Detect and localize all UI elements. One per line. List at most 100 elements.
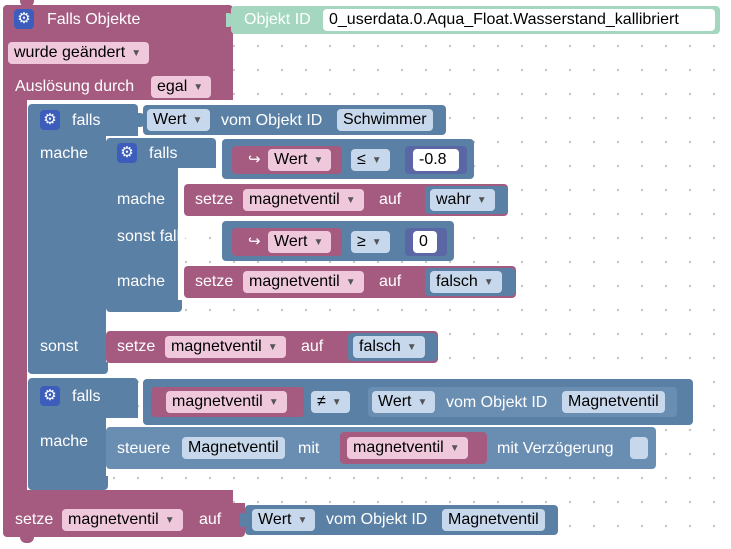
compare-2-operator-dropdown[interactable]: ≥▼ [351,231,390,253]
bool-1-dropdown[interactable]: wahr▼ [430,189,495,211]
get-value-connector [138,113,146,127]
final-get-value-connector [240,513,248,527]
dropdown-arrow-icon: ▼ [267,342,278,353]
set-1-var-label: magnetventil [249,191,340,208]
final-object-field[interactable]: Magnetventil [442,509,545,531]
event-block-notch [20,0,34,7]
event-title: Falls Objekte [47,11,141,28]
if-block-1-spine [28,136,106,372]
else-set-label: setze [117,338,156,355]
compare-3-from-object-label: vom Objekt ID [446,394,548,411]
from-object-label: vom Objekt ID [221,112,323,129]
inner-if-label: falls [149,145,178,162]
set-2-var-dropdown[interactable]: magnetventil ▼ [243,271,364,293]
object-field-schwimmer[interactable]: Schwimmer [337,109,433,131]
compare-2-operator-label: ≥ [357,233,366,250]
compare-2-value-dropdown[interactable]: Wert ▼ [268,231,332,253]
dropdown-arrow-icon: ▼ [345,195,356,206]
dropdown-arrow-icon: ▼ [371,237,382,248]
compare-3-var-label: magnetventil [172,393,263,410]
set-2-var-label: magnetventil [249,273,340,290]
trigger-dropdown[interactable]: egal ▼ [151,76,212,98]
return-arrow-icon: ↪ [248,151,261,168]
dropdown-arrow-icon: ▼ [297,515,308,526]
final-set-to-label: auf [199,511,222,528]
set-1-label: setze [195,191,234,208]
dropdown-arrow-icon: ▼ [193,82,204,93]
compare-1-operator-label: ≤ [357,151,366,168]
object-id-field[interactable]: 0_userdata.0.Aqua_Float.Wasserstand_kall… [323,9,715,31]
gear-icon[interactable]: ⚙ [40,386,60,406]
dropdown-arrow-icon: ▼ [476,195,487,206]
control-target-field[interactable]: Magnetventil [182,437,285,459]
compare-3-operator-dropdown[interactable]: ≠▼ [311,391,350,413]
delay-checkbox[interactable] [630,437,648,459]
delay-label: mit Verzögerung [497,440,614,457]
compare-3-value-dropdown[interactable]: Wert▼ [372,391,436,413]
trigger-dropdown-label: egal [157,78,188,95]
else-set-to-label: auf [301,338,324,355]
if-block-2-spine [28,418,106,484]
if-1-label: falls [72,112,101,129]
gear-icon[interactable]: ⚙ [117,143,137,163]
control-var-dropdown[interactable]: magnetventil▼ [347,437,468,459]
object-id-label: Objekt ID [244,11,311,28]
trigger-label: Auslösung durch [15,78,135,95]
compare-2-value-label: Wert [274,233,308,250]
inner-do-label-2: mache [117,273,166,290]
final-value-dropdown[interactable]: Wert ▼ [252,509,316,531]
if-block-1-bottom [28,362,108,374]
set-1-var-dropdown[interactable]: magnetventil ▼ [243,189,364,211]
bool-2-label: falsch [436,273,478,290]
dropdown-arrow-icon: ▼ [313,155,324,166]
if-block-inner-bottom [106,300,182,312]
number-field-2[interactable]: 0 [413,231,437,253]
event-block-left-arm [3,100,27,500]
final-from-object-label: vom Objekt ID [326,511,428,528]
bool-2-dropdown[interactable]: falsch ▼ [430,271,502,293]
set-2-to-label: auf [379,273,402,290]
dropdown-arrow-icon: ▼ [345,277,356,288]
object-id-connector [226,13,234,27]
if-2-label: falls [72,388,101,405]
else-set-var-label: magnetventil [171,338,262,355]
inner-do-label: mache [117,191,166,208]
event-block[interactable] [3,5,233,35]
else-set-var-dropdown[interactable]: magnetventil ▼ [165,336,286,358]
dropdown-arrow-icon: ▼ [406,342,417,353]
elseif-label: sonst falls [117,228,189,245]
set-2-label: setze [195,273,234,290]
set-1-to-label: auf [379,191,402,208]
return-arrow-icon: ↪ [248,233,261,250]
value-dropdown[interactable]: Wert ▼ [147,109,211,131]
compare-1-value-label: Wert [274,151,308,168]
event-block-bottom [3,490,233,505]
compare-3-operator-label: ≠ [317,393,326,410]
dropdown-arrow-icon: ▼ [192,115,203,126]
changed-dropdown[interactable]: wurde geändert▼ [8,42,150,64]
value-dropdown-label: Wert [153,111,187,128]
dropdown-arrow-icon: ▼ [331,397,342,408]
number-field-1[interactable]: -0.8 [413,149,459,171]
final-set-var-dropdown[interactable]: magnetventil ▼ [62,509,183,531]
final-value-label: Wert [258,511,292,528]
control-label: steuere [117,440,171,457]
changed-dropdown-label: wurde geändert [14,44,126,61]
compare-3-value-label: Wert [378,393,412,410]
else-bool-dropdown[interactable]: falsch ▼ [353,336,425,358]
gear-icon[interactable]: ⚙ [40,110,60,130]
final-set-label: setze [15,511,54,528]
else-label: sonst [40,338,79,355]
if-block-2-bottom [28,476,108,490]
gear-icon[interactable]: ⚙ [14,9,34,29]
compare-3-object-field[interactable]: Magnetventil [562,391,665,413]
dropdown-arrow-icon: ▼ [164,515,175,526]
control-with-label: mit [298,440,320,457]
compare-1-operator-dropdown[interactable]: ≤▼ [351,149,390,171]
compare-1-value-dropdown[interactable]: Wert ▼ [268,149,332,171]
else-bool-label: falsch [359,338,401,355]
compare-3-var-dropdown[interactable]: magnetventil▼ [166,391,287,413]
dropdown-arrow-icon: ▼ [483,277,494,288]
final-set-var-label: magnetventil [68,511,159,528]
dropdown-arrow-icon: ▼ [313,237,324,248]
